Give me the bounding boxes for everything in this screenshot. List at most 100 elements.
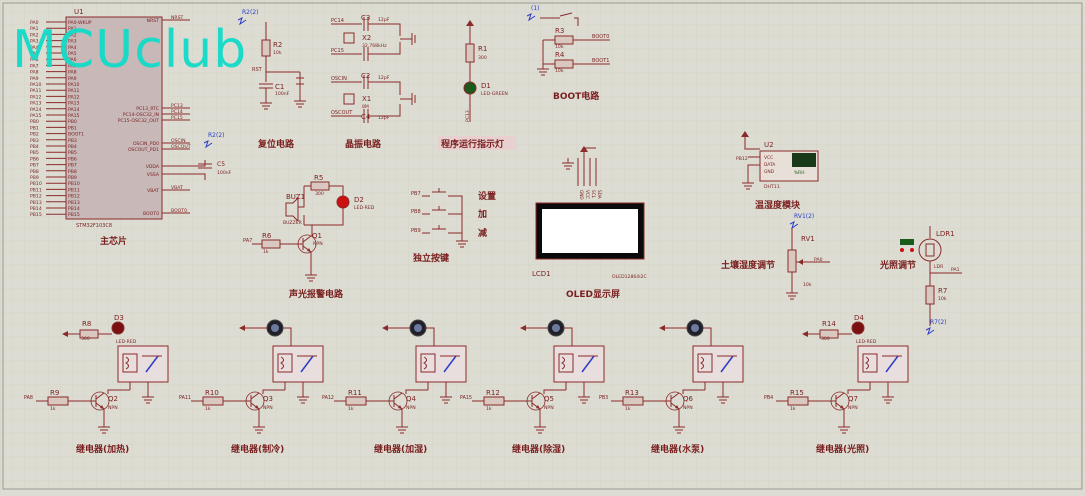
mcu-right-pin-label: PC13_RTC: [136, 106, 159, 112]
mcu-right-pin-label: VDDA: [146, 164, 160, 170]
reset-title: 复位电路: [257, 138, 295, 150]
relay-transistor-ref: Q2: [108, 395, 118, 403]
net-pa7: PA7: [243, 238, 252, 244]
xtal-wire: [368, 42, 401, 55]
power-arrow: [62, 331, 68, 337]
rv1-value: 10k: [803, 282, 812, 288]
mcu-chip-body: [65, 16, 163, 220]
mcu-left-pin-label: PA7: [68, 63, 77, 69]
relay-lamp-lens: [552, 324, 560, 332]
relay-coil: [558, 353, 574, 373]
mcu-left-pin-label: PB1: [68, 125, 77, 131]
r3-resistor: [554, 35, 574, 45]
ldr1-value: LDR: [934, 264, 944, 270]
mcu-left-net: PA12: [30, 94, 42, 100]
probe-label: (1): [531, 5, 540, 12]
probe-marker: [203, 140, 213, 149]
relay-coil: [697, 353, 713, 373]
r6-ref: R6: [262, 232, 272, 240]
oled-title: OLED显示屏: [566, 289, 620, 300]
mcu-left-net: PB13: [30, 200, 42, 206]
power-arrow: [466, 20, 474, 26]
mcu-left-pin-label: PA1: [68, 26, 77, 32]
relay-transistor: [255, 405, 259, 409]
mcu-left-pin-label: BOOT1: [68, 132, 84, 138]
r3-value: 10k: [555, 44, 564, 50]
oled-model: OLED12864I2C: [612, 274, 647, 280]
probe-label: R2(2): [208, 132, 225, 139]
power-arrow: [741, 131, 749, 137]
relay-transistor: [835, 392, 845, 400]
buzzer-title: 声光报警电路: [288, 288, 344, 300]
r6-resistor: [261, 239, 281, 249]
xtal-wire: [368, 81, 401, 95]
mcu-left-net: PB5: [30, 150, 39, 156]
relay-base-resistor-ref: R13: [625, 389, 639, 397]
mcu-left-net: PB0: [30, 119, 39, 125]
relay-coil-winding: [561, 356, 565, 370]
relay-transistor-ref: Q3: [263, 395, 273, 403]
mcu-left-net: PA1: [30, 26, 39, 32]
buz1-ref: BUZ1: [286, 193, 305, 201]
relay-body: [692, 345, 744, 383]
relay-transistor: [388, 391, 408, 411]
mcu-left-net: PA7: [30, 63, 39, 69]
net-pb12: PB12: [736, 156, 748, 162]
relay-transistor-ref: Q4: [406, 395, 417, 403]
relay-transistor-ref: Q5: [544, 395, 554, 403]
x1-crystal: [343, 93, 355, 105]
relay-led: [111, 321, 125, 335]
relay-base-resistor: [345, 396, 367, 406]
mcu-left-net: PA4: [30, 45, 39, 51]
relay-transistor: [393, 392, 403, 400]
relay-transistor-value: NPN: [108, 405, 118, 411]
relay-coil: [122, 353, 138, 373]
buzzer-wire: [298, 186, 305, 208]
relay-base-resistor-ref: R12: [486, 389, 500, 397]
relay-body: [857, 345, 909, 383]
key-net: PB8: [411, 209, 421, 215]
sensor-title: 温湿度模块: [755, 199, 801, 211]
mcu-left-pin-label: PB3: [68, 138, 77, 144]
relay-base-resistor-value: 1k: [486, 406, 492, 412]
boot-wire: [574, 17, 579, 26]
relay-transistor-value: NPN: [263, 405, 273, 411]
relay-lamp-lens: [271, 324, 279, 332]
mcu-left-net: PB7: [30, 163, 39, 169]
c2-ref: C2: [361, 72, 370, 80]
r3-ref: R3: [555, 27, 564, 35]
oled-pin-label: SCL: [591, 190, 596, 199]
reset-net: RST: [252, 67, 263, 73]
mcu-left-pin-label: PB11: [68, 187, 80, 193]
relay-base-resistor: [483, 396, 505, 406]
mcu-left-net: PA9: [30, 76, 39, 82]
buzzer-wire: [311, 208, 344, 236]
mcu-left-net: PB11: [30, 187, 42, 193]
mcu-left-net: PA10: [30, 82, 42, 88]
r2-ref: R2: [273, 41, 282, 49]
oled-screen: [542, 209, 638, 253]
r5-ref: R5: [314, 174, 323, 182]
mcu-left-net: PA8: [30, 70, 39, 76]
key-label: 减: [478, 227, 487, 239]
relay-led: [851, 321, 865, 335]
mcu-left-pin-label: PA2: [68, 32, 77, 38]
net-pa0: PA0: [814, 257, 823, 263]
mcu-left-pin-label: PA13: [68, 101, 80, 107]
power-arrow: [802, 331, 808, 337]
mcu-left-pin-label: PB6: [68, 156, 77, 162]
relay-coil-winding: [865, 356, 869, 370]
mcu-right-net: PC13: [171, 103, 183, 109]
key-label: 加: [477, 208, 487, 220]
mcu-left-pin-label: PB0: [68, 119, 77, 125]
relay-lamp-wire: [283, 327, 292, 346]
mcu-left-pin-label: PA14: [68, 107, 80, 113]
rv1-pot: [787, 249, 797, 273]
probe-marker: [526, 13, 536, 22]
relay-title: 继电器(加湿): [374, 443, 427, 455]
relay-net: PA12: [322, 395, 334, 401]
xtal-wire: [368, 104, 401, 117]
c4-ref: C4: [361, 113, 371, 121]
r1-ref: R1: [478, 45, 487, 53]
net-oscout: OSCOUT: [331, 110, 353, 116]
